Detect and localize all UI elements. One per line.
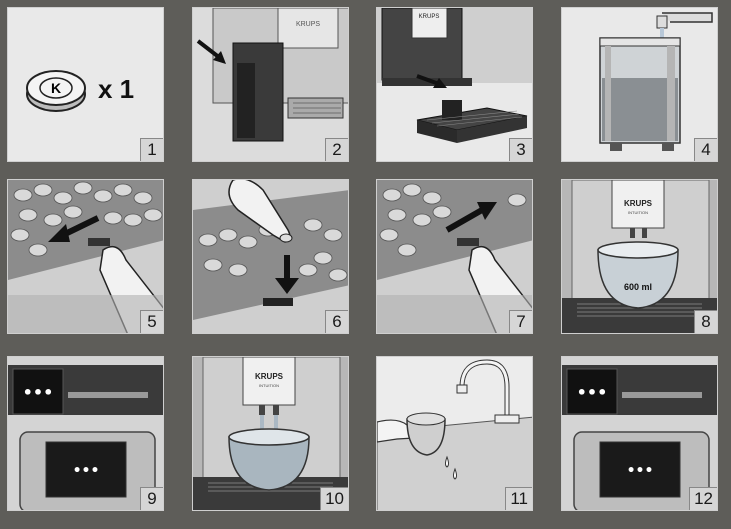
step-panel-4: 4 — [561, 7, 718, 162]
step-panel-6: 6 — [192, 179, 349, 334]
water-tank-filling-illustration — [599, 12, 713, 151]
step-number: 12 — [689, 487, 717, 510]
descaling-tablet-illustration: K x 1 — [26, 70, 134, 112]
volume-label: 600 ml — [624, 282, 652, 292]
step-panel-7: 7 — [376, 179, 533, 334]
step-number: 2 — [325, 138, 348, 161]
drip-tray-removal-illustration: KRUPS — [377, 8, 532, 143]
menu-dots-icon: ••• — [577, 383, 608, 402]
step-number: 4 — [694, 138, 717, 161]
rinse-container-illustration — [377, 357, 532, 510]
step-panel-3: KRUPS 3 — [376, 7, 533, 162]
step-number: 9 — [140, 487, 163, 510]
insert-tablet-illustration — [193, 180, 348, 333]
quantity-label: x 1 — [98, 74, 134, 104]
brand-label: KRUPS — [624, 199, 653, 208]
step-number: 8 — [694, 310, 717, 333]
step-number: 3 — [509, 138, 532, 161]
brand-sub-label: INTUITION — [259, 383, 279, 388]
step-panel-9: ••• ••• 9 — [7, 356, 164, 511]
menu-dots-icon: ••• — [23, 383, 54, 402]
control-panel-illustration: ••• ••• — [562, 357, 717, 510]
tablet-letter: K — [51, 80, 61, 96]
step-number: 6 — [325, 310, 348, 333]
step-panel-1: K x 1 1 — [7, 7, 164, 162]
step-panel-5: 5 — [7, 179, 164, 334]
open-bean-container-illustration — [8, 180, 163, 333]
step-panel-8: KRUPS INTUITION 600 ml 8 — [561, 179, 718, 334]
step-number: 10 — [320, 487, 348, 510]
step-panel-2: KRUPS 2 — [192, 7, 349, 162]
step-number: 1 — [140, 138, 163, 161]
screen-dots-icon: ••• — [627, 463, 654, 479]
descaling-in-progress-illustration: KRUPS INTUITION — [193, 357, 348, 510]
step-number: 7 — [509, 310, 532, 333]
close-bean-container-illustration — [377, 180, 532, 333]
water-tank-removal-illustration: KRUPS — [193, 8, 348, 161]
step-panel-11: 11 — [376, 356, 533, 511]
step-panel-12: ••• ••• 12 — [561, 356, 718, 511]
step-number: 11 — [505, 487, 532, 510]
brand-sub-label: INTUITION — [628, 210, 648, 215]
step-number: 5 — [140, 310, 163, 333]
brand-label: KRUPS — [419, 14, 440, 20]
brand-label: KRUPS — [296, 21, 320, 28]
brand-label: KRUPS — [255, 372, 284, 381]
step-panel-10: KRUPS INTUITION 10 — [192, 356, 349, 511]
control-panel-illustration: ••• ••• — [8, 357, 163, 510]
container-under-spout-illustration: KRUPS INTUITION 600 ml — [562, 180, 717, 333]
screen-dots-icon: ••• — [73, 463, 100, 479]
